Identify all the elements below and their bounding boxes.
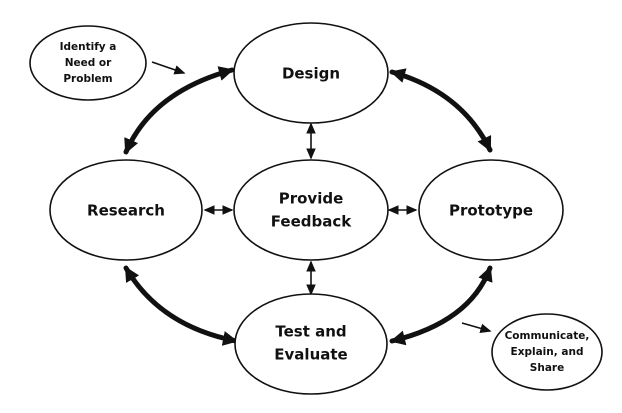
communicate-line-1: Communicate,	[505, 330, 590, 342]
research-label: Research	[87, 202, 165, 220]
identify-line-3: Problem	[63, 73, 112, 85]
identify-line-1: Identify a	[60, 41, 117, 53]
test-evaluate-node: Test and Evaluate	[234, 293, 388, 395]
arrow-research-design	[123, 66, 235, 155]
arrow-identify-design	[151, 61, 186, 75]
feedback-node: Provide Feedback	[233, 159, 389, 261]
arrow-prototype-test	[389, 265, 493, 346]
communicate-line-2: Explain, and	[511, 346, 584, 358]
test-line-2: Evaluate	[274, 346, 347, 364]
test-line-1: Test and	[275, 323, 346, 341]
design-node: Design	[233, 22, 389, 124]
arrow-test-research	[123, 265, 239, 346]
identify-line-2: Need or	[65, 57, 112, 69]
communicate-node: Communicate, Explain, and Share	[491, 313, 603, 391]
research-node: Research	[49, 159, 203, 261]
identify-need-node: Identify a Need or Problem	[29, 25, 147, 101]
feedback-line-1: Provide	[279, 190, 344, 208]
arrow-design-prototype	[389, 68, 493, 153]
prototype-label: Prototype	[449, 202, 533, 220]
communicate-line-3: Share	[530, 362, 564, 374]
design-label: Design	[282, 65, 340, 83]
feedback-line-2: Feedback	[271, 213, 352, 231]
arrow-test-communicate	[461, 322, 492, 333]
prototype-node: Prototype	[418, 159, 564, 261]
